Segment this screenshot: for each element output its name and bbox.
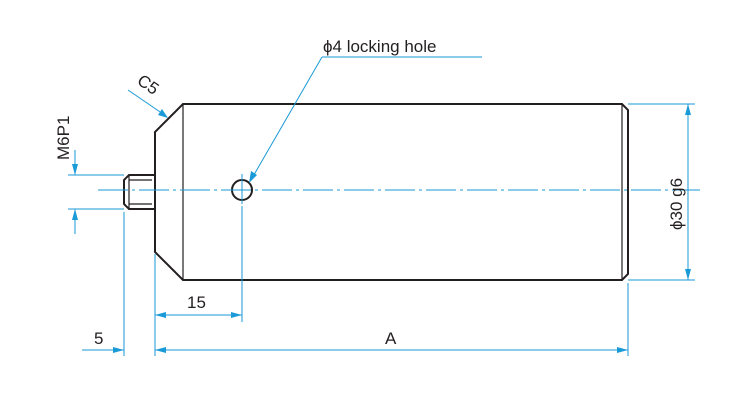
hole-offset-dimension: 15 bbox=[154, 206, 243, 356]
cylinder-outline bbox=[154, 103, 629, 281]
length-dimensions: 5 A bbox=[82, 212, 629, 356]
thread-stud bbox=[123, 174, 155, 210]
hole-leader-diagonal bbox=[250, 56, 323, 181]
diameter-label: ϕ30 g6 bbox=[667, 178, 686, 230]
overall-arrow-right bbox=[617, 347, 628, 353]
pin-body bbox=[123, 103, 629, 281]
offset-arrow-right bbox=[231, 312, 242, 318]
overall-length-label: A bbox=[385, 329, 397, 348]
diameter-arrow-top bbox=[685, 104, 691, 115]
chamfer-leader-arrow bbox=[158, 109, 168, 118]
diameter-dimension: ϕ30 g6 bbox=[628, 103, 695, 281]
stud-length-label: 5 bbox=[94, 329, 103, 348]
diameter-arrow-bottom bbox=[685, 269, 691, 280]
stud-arrow bbox=[113, 347, 124, 353]
thread-arrow-top bbox=[72, 164, 78, 175]
overall-arrow-left bbox=[155, 347, 166, 353]
thread-label: M6P1 bbox=[54, 116, 73, 160]
locking-hole-callout: ϕ4 locking hole bbox=[249, 37, 482, 183]
hole-leader-arrow bbox=[249, 171, 257, 183]
chamfer-leader bbox=[127, 89, 167, 117]
chamfer-label: C5 bbox=[134, 71, 163, 99]
locking-hole-label: ϕ4 locking hole bbox=[323, 37, 436, 56]
chamfer-callout: C5 bbox=[127, 71, 168, 118]
thread-arrow-bottom bbox=[72, 209, 78, 220]
hole-offset-label: 15 bbox=[187, 293, 206, 312]
thread-dimension: M6P1 bbox=[54, 116, 124, 234]
offset-arrow-left bbox=[155, 312, 166, 318]
